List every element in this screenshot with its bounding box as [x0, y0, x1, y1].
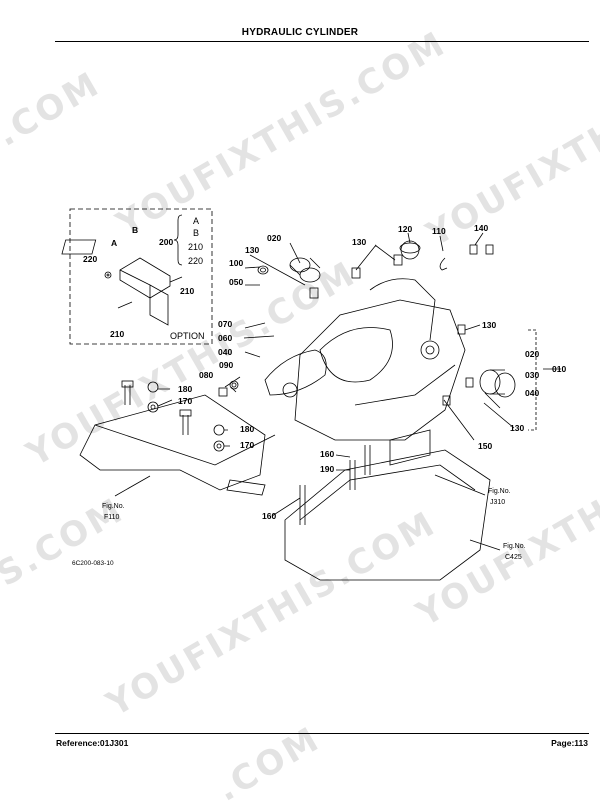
- option-legend: 220: [188, 256, 203, 266]
- footer-reference: Reference:01J301: [56, 738, 129, 748]
- part-label: 020: [267, 233, 281, 243]
- part-label: 090: [219, 360, 233, 370]
- part-label: 130: [482, 320, 496, 330]
- option-letter-a: A: [111, 238, 117, 248]
- part-label: 120: [398, 224, 412, 234]
- part-label: 020: [525, 349, 539, 359]
- drawing-code: 6C200-083-10: [72, 560, 114, 567]
- fig-ref-number: F110: [104, 514, 120, 521]
- part-label: 180: [178, 384, 192, 394]
- part-label: 210: [110, 329, 124, 339]
- part-label: 130: [245, 245, 259, 255]
- option-legend: B: [193, 228, 199, 238]
- header-rule: [55, 41, 589, 42]
- part-label: 040: [525, 388, 539, 398]
- part-label: 130: [352, 237, 366, 247]
- part-label: 040: [218, 347, 232, 357]
- part-label: 070: [218, 319, 232, 329]
- part-label: 050: [229, 277, 243, 287]
- part-label: 200: [159, 237, 173, 247]
- part-label: 180: [240, 424, 254, 434]
- part-label: 210: [180, 286, 194, 296]
- part-label: 160: [262, 511, 276, 521]
- fig-ref-label: Fig.No.: [488, 488, 511, 495]
- part-label: 030: [525, 370, 539, 380]
- option-label: OPTION: [170, 331, 205, 341]
- page-title: HYDRAULIC CYLINDER: [241, 27, 359, 38]
- part-label: 080: [199, 370, 213, 380]
- fig-ref-label: Fig.No.: [503, 543, 526, 550]
- part-label: 220: [83, 254, 97, 264]
- footer-page-number: Page:113: [551, 738, 588, 748]
- option-letter-b: B: [132, 225, 138, 235]
- fig-ref-number: C425: [505, 554, 522, 561]
- part-label: 160: [320, 449, 334, 459]
- exploded-parts-diagram: 020 130 100 050 070 060 040 080 090 120 …: [61, 208, 566, 581]
- fig-ref-label: Fig.No.: [102, 503, 125, 510]
- part-label: 060: [218, 333, 232, 343]
- part-label: 170: [178, 396, 192, 406]
- part-label: 190: [320, 464, 334, 474]
- part-label: 130: [510, 423, 524, 433]
- part-label: 110: [432, 226, 446, 236]
- option-legend: A: [193, 216, 199, 226]
- option-legend: 210: [188, 242, 203, 252]
- footer-rule: [55, 733, 589, 734]
- fig-ref-number: J310: [490, 499, 505, 506]
- part-label: 010: [552, 364, 566, 374]
- option-box: [69, 208, 213, 345]
- part-label: 100: [229, 258, 243, 268]
- part-label: 170: [240, 440, 254, 450]
- part-label: 150: [478, 441, 492, 451]
- part-label: 140: [474, 223, 488, 233]
